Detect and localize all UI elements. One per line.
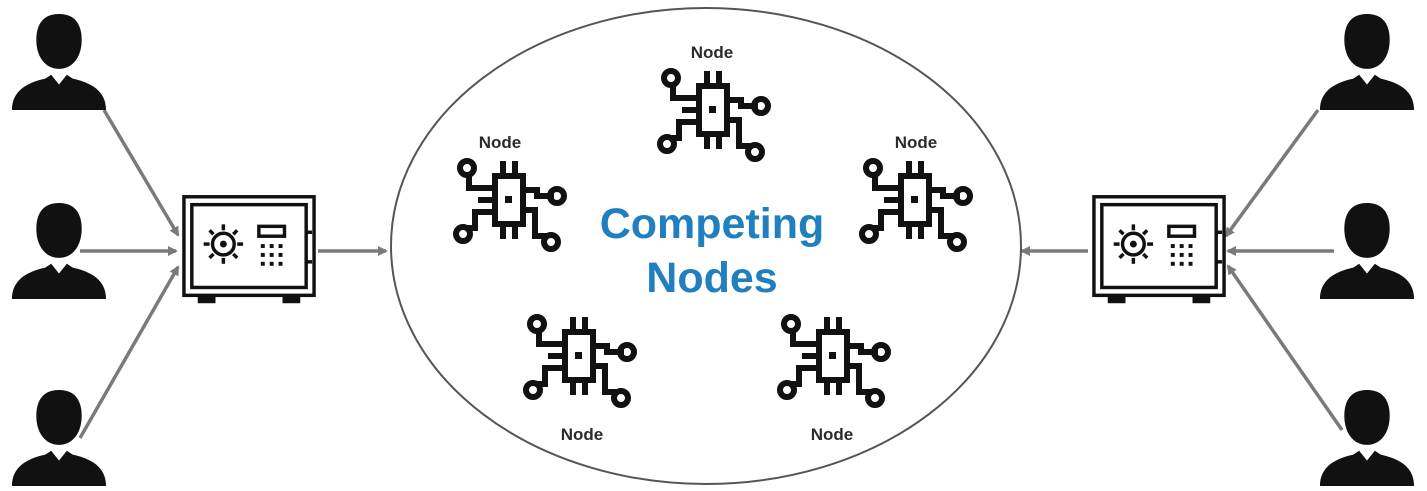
user-silhouette-icon [1319,13,1415,111]
node-label: Node [479,133,522,152]
user-silhouette-icon [11,13,107,111]
node-label: Node [561,425,604,444]
safe-vault-icon [182,195,316,305]
user-silhouette-icon [11,389,107,486]
competing-nodes-network [390,7,1022,485]
node-label: Node [811,425,854,444]
safe-vault-icon [1092,195,1226,305]
arrow-user4-to-right-vault [1224,108,1320,238]
node-label: Node [691,43,734,62]
node-label: Node [895,133,938,152]
circuit-chip-icon [526,317,634,405]
arrow-user3-to-left-vault [78,265,180,439]
user-silhouette-icon [1319,389,1415,486]
right-arrows [1020,108,1344,431]
arrow-user6-to-right-vault [1226,264,1344,431]
circuit-chip-icon [660,71,768,159]
circuit-chip-icon [780,317,888,405]
center-title-line1: Competing [600,200,825,248]
circuit-chip-icon [456,161,564,249]
arrow-user1-to-left-vault [102,109,180,237]
left-arrows [78,109,388,439]
circuit-chip-icon [862,161,970,249]
center-title-line2: Nodes [646,254,777,302]
user-silhouette-icon [1319,202,1415,299]
